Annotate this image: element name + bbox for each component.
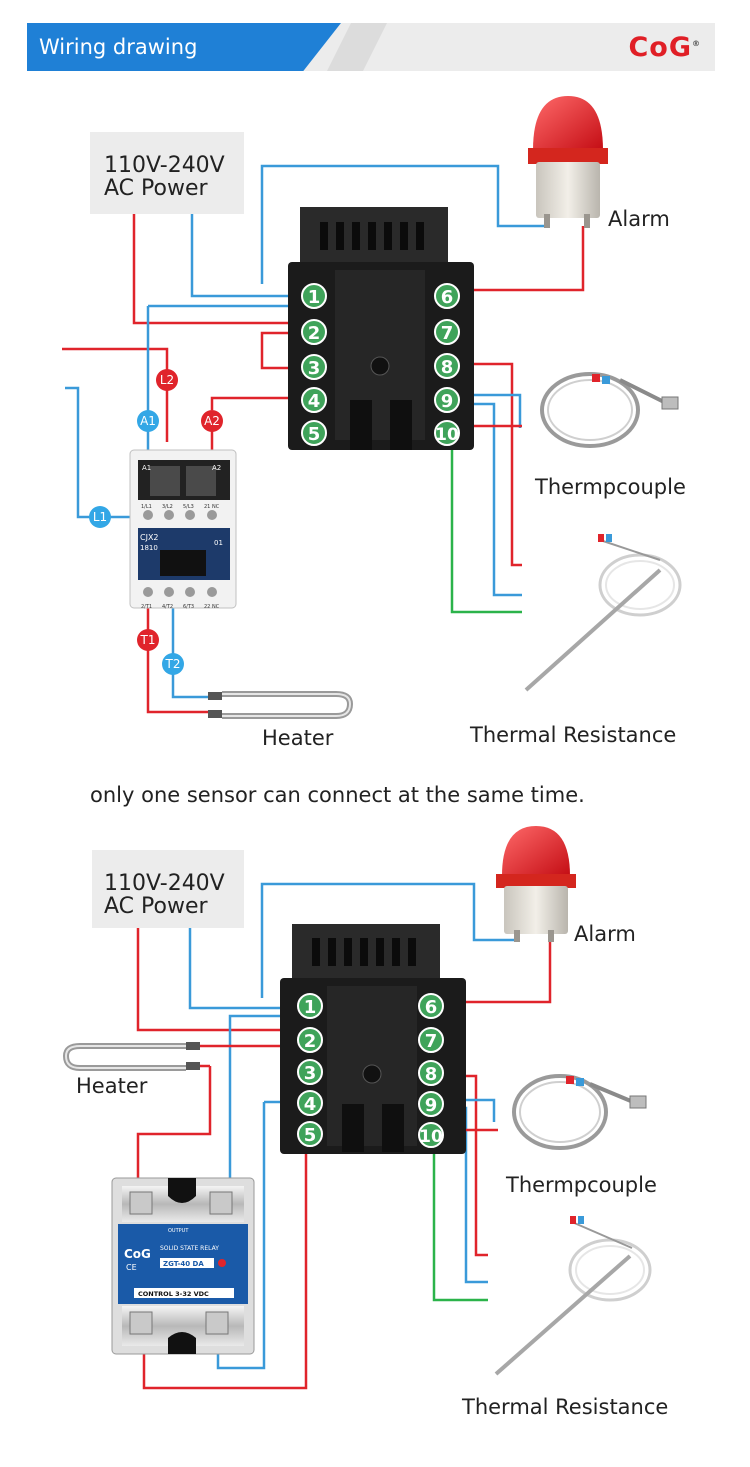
bottom-alarm-label: Alarm: [574, 922, 636, 946]
top-contactor-badges: A1 A2 L2 L1 T1 T2: [89, 369, 223, 675]
top-terminal-10: 10: [435, 425, 459, 445]
bottom-terminal-9: 9: [425, 1095, 438, 1116]
ssr-brand: CoG: [124, 1247, 151, 1261]
top-alarm-label: Alarm: [608, 207, 670, 231]
ssr-output: OUTPUT: [168, 1228, 189, 1234]
top-contactor-rating: 1810: [140, 544, 158, 552]
top-terminal-7: 7: [441, 323, 454, 344]
bottom-terminal-8: 8: [425, 1064, 438, 1085]
top-contactor-load-3: 6/T3: [183, 604, 194, 610]
bottom-power-box: [92, 850, 244, 928]
bottom-thermal-resistance-icon: [494, 1216, 652, 1376]
bottom-terminals-right: 6 7 8 9 10: [418, 993, 444, 1148]
top-contactor: A1 A2 CJX2 1810 01 1/L1 3/L2 5/L3 21 NC …: [129, 449, 237, 610]
bottom-alarm-icon: [496, 826, 576, 942]
top-contactor-aux: 01: [214, 539, 223, 547]
top-thermocouple-label: Thermpcouple: [534, 475, 686, 499]
badge-t1: T1: [140, 633, 156, 647]
bottom-solid-state-relay: CoG CE OUTPUT SOLID STATE RELAY ZGT-40 D…: [111, 1177, 255, 1355]
bottom-diagram: 110V-240V AC Power: [62, 826, 668, 1419]
top-terminal-1: 1: [308, 287, 321, 308]
ssr-control: CONTROL 3-32 VDC: [138, 1290, 209, 1298]
top-contactor-a1-text: A1: [142, 464, 151, 472]
top-terminal-9: 9: [441, 391, 454, 412]
ssr-model: ZGT-40 DA: [163, 1260, 204, 1268]
registered-mark: ®: [692, 39, 701, 48]
bottom-terminal-5: 5: [304, 1125, 317, 1146]
bottom-terminal-10: 10: [419, 1127, 443, 1147]
sensor-note: only one sensor can connect at the same …: [90, 783, 585, 807]
top-contactor-load-2: 4/T2: [162, 604, 173, 610]
badge-l1: L1: [93, 510, 107, 524]
badge-a1: A1: [140, 414, 156, 428]
bottom-terminal-1: 1: [304, 997, 317, 1018]
bottom-terminal-7: 7: [425, 1031, 438, 1052]
top-heater-label: Heater: [262, 726, 334, 750]
page-title: Wiring drawing: [39, 35, 198, 59]
ssr-title: SOLID STATE RELAY: [160, 1245, 219, 1252]
top-contactor-line-4: 21 NC: [204, 504, 220, 510]
bottom-terminal-4: 4: [304, 1094, 317, 1115]
badge-a2: A2: [204, 414, 220, 428]
top-terminal-6: 6: [441, 287, 454, 308]
bottom-terminal-6: 6: [425, 997, 438, 1018]
bottom-thermocouple-icon: [512, 1074, 647, 1150]
bottom-power-label-1: 110V-240V: [104, 871, 225, 896]
header-title-bar: [27, 23, 341, 71]
top-terminal-3: 3: [308, 358, 321, 379]
top-contactor-a2-text: A2: [212, 464, 221, 472]
top-terminal-4: 4: [308, 391, 321, 412]
top-contactor-model: CJX2: [140, 533, 159, 542]
top-terminal-5: 5: [308, 424, 321, 445]
bottom-heater-label: Heater: [76, 1074, 148, 1098]
bottom-thermal-resistance-label: Thermal Resistance: [461, 1395, 668, 1419]
top-contactor-line-2: 3/L2: [162, 504, 173, 510]
top-thermocouple-icon: [540, 372, 679, 448]
bottom-power-label-2: AC Power: [104, 894, 208, 919]
header-banner: Wiring drawing CoG®: [27, 23, 715, 71]
bottom-terminals-left: 1 2 3 4 5: [297, 993, 323, 1147]
top-power-box: [90, 132, 244, 214]
top-terminal-8: 8: [441, 357, 454, 378]
top-alarm-icon: [528, 96, 608, 228]
badge-t2: T2: [165, 657, 181, 671]
top-contactor-line-3: 5/L3: [183, 504, 194, 510]
ssr-ce: CE: [126, 1263, 137, 1272]
top-controller: [288, 207, 474, 450]
top-power-label-2: AC Power: [104, 176, 208, 201]
bottom-terminal-3: 3: [304, 1063, 317, 1084]
top-terminals-left: 1 2 3 4 5: [301, 283, 327, 446]
top-diagram: 110V-240V AC Power: [62, 96, 686, 750]
top-contactor-line-1: 1/L1: [141, 504, 152, 510]
top-power-label-1: 110V-240V: [104, 153, 225, 178]
top-contactor-load-4: 22 NC: [204, 604, 220, 610]
bottom-thermocouple-label: Thermpcouple: [505, 1173, 657, 1197]
top-terminals-right: 6 7 8 9 10: [434, 283, 460, 446]
brand-logo-text: CoG: [628, 32, 692, 63]
top-thermal-resistance-icon: [524, 534, 682, 692]
badge-l2: L2: [160, 373, 174, 387]
top-heater-icon: [208, 691, 354, 719]
bottom-terminal-2: 2: [304, 1031, 317, 1052]
brand-logo: CoG®: [628, 32, 701, 63]
top-terminal-2: 2: [308, 323, 321, 344]
top-thermal-resistance-label: Thermal Resistance: [469, 723, 676, 747]
top-contactor-load-1: 2/T1: [141, 604, 152, 610]
bottom-heater-icon: [62, 1042, 200, 1071]
